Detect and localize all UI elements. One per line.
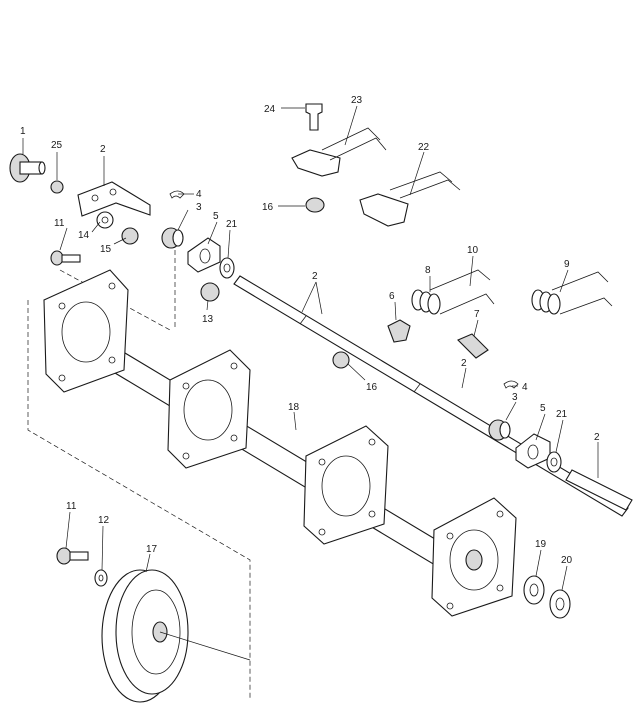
part-25-nut: [50, 180, 64, 194]
callout-2-shaft: 2: [312, 271, 318, 282]
part-23-clip-bracket: [291, 127, 387, 177]
part-3-bushing: [161, 227, 184, 249]
callout-19: 19: [535, 539, 547, 550]
part-12-washer: [94, 569, 108, 587]
flange-plate-2: [167, 349, 251, 469]
part-4-pin-right: [503, 380, 519, 389]
part-5-flange-bearing: [187, 237, 221, 273]
callout-11-upper: 11: [54, 218, 65, 229]
callout-3-right: 3: [512, 392, 518, 403]
callout-17: 17: [146, 544, 158, 555]
callout-8: 8: [425, 265, 431, 276]
part-16-nut-lower: [332, 351, 350, 369]
part-6-clip: [387, 319, 411, 343]
part-17-pulley: [101, 569, 251, 703]
callout-15: 15: [100, 244, 112, 255]
part-20-washer: [549, 589, 571, 619]
part-21-washer: [219, 257, 235, 279]
part-4-pin: [169, 190, 185, 199]
callout-1: 1: [20, 126, 26, 137]
callout-2-left: 2: [100, 144, 106, 155]
part-24-bolt: [305, 103, 323, 131]
flange-plate-3: [303, 425, 389, 545]
callout-23: 23: [351, 95, 363, 106]
callout-21-left: 21: [226, 219, 238, 230]
callout-16-upper: 16: [262, 202, 274, 213]
callout-13: 13: [202, 314, 214, 325]
callout-labels: 1 25 2 4 3 5 21 11 14 15 13 24 23 22 16 …: [20, 95, 600, 566]
part-14-washer: [96, 211, 114, 229]
callout-21-right: 21: [556, 409, 568, 420]
flange-plate-4: [431, 497, 517, 617]
part-13-nut: [200, 282, 220, 302]
part-2-bracket: [77, 181, 151, 217]
callout-14: 14: [78, 230, 90, 241]
callout-20: 20: [561, 555, 573, 566]
part-10-8-spring-assembly: [411, 269, 495, 315]
part-5-flange-bearing-right: [515, 433, 551, 469]
part-11-bolt: [50, 250, 81, 266]
callout-9: 9: [564, 259, 570, 270]
part-15-bushing: [121, 227, 139, 245]
part-11-bolt-lower: [56, 547, 89, 565]
part-19-washer: [523, 575, 545, 605]
part-2-end-shaft: [565, 469, 633, 511]
part-9-spring: [531, 271, 613, 315]
callout-25: 25: [51, 140, 63, 151]
callout-16-lower: 16: [366, 382, 378, 393]
callout-5-right: 5: [540, 403, 546, 414]
part-21-washer-right: [546, 451, 562, 473]
callout-24: 24: [264, 104, 276, 115]
callout-2-end: 2: [594, 432, 600, 443]
callout-11-lower: 11: [66, 501, 77, 512]
callout-7: 7: [474, 309, 480, 320]
callout-12: 12: [98, 515, 110, 526]
callout-18: 18: [288, 402, 300, 413]
callout-22: 22: [418, 142, 430, 153]
callout-3-left: 3: [196, 202, 202, 213]
part-22-clip-bracket: [359, 171, 461, 227]
callout-10: 10: [467, 245, 479, 256]
part-7-sleeve: [457, 333, 489, 359]
callout-2-center: 2: [461, 358, 467, 369]
callout-6: 6: [389, 291, 395, 302]
part-3-bushing-right: [488, 419, 511, 441]
callout-4-right: 4: [522, 382, 528, 393]
flange-plate-1: [43, 269, 129, 393]
assembly-guide-lines: [27, 250, 251, 700]
callout-5-left: 5: [213, 211, 219, 222]
callout-4-left: 4: [196, 189, 202, 200]
part-1-knob: [9, 153, 46, 183]
callout-leader-lines: [22, 105, 599, 591]
part-16-nut-upper: [305, 197, 325, 213]
